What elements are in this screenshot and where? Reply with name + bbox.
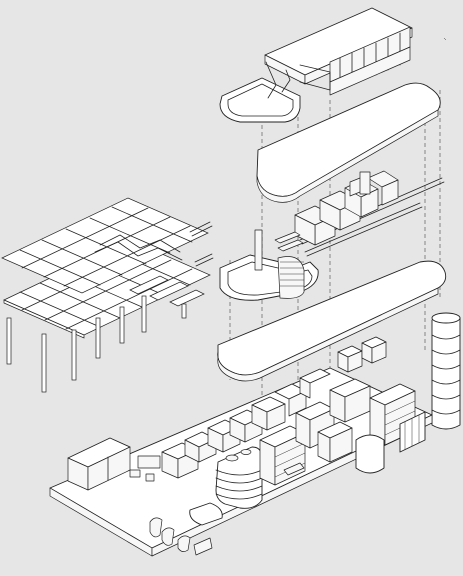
corner-mark [443, 37, 447, 41]
cylindrical-tower [431, 312, 461, 430]
mezzanine-layer [219, 170, 445, 301]
ground-floor [49, 336, 433, 557]
structural-frame [1, 197, 214, 393]
upper-slab [256, 82, 441, 203]
roof-pavilion [219, 7, 413, 123]
middle-slab [217, 260, 447, 382]
